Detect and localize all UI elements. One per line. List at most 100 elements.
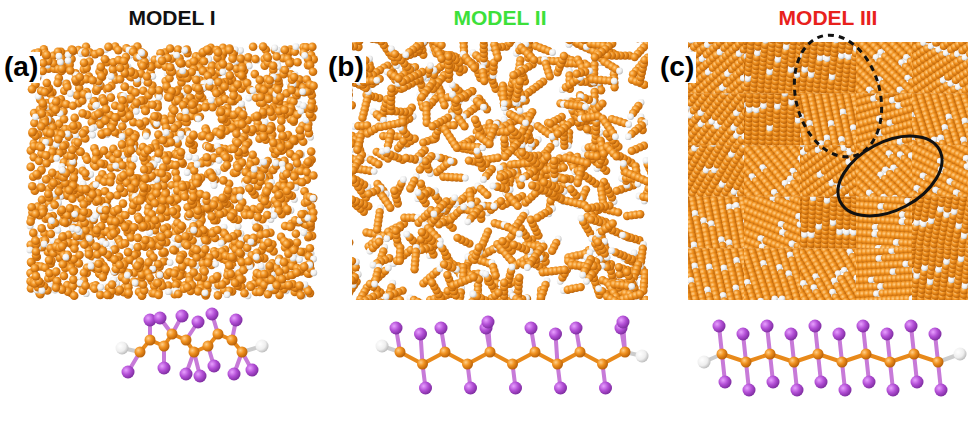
carbon-atom <box>26 217 35 226</box>
carbon-atom <box>233 139 242 148</box>
carbon-atom <box>228 54 237 63</box>
amorphous-snapshot <box>26 42 318 300</box>
hydrogen-atom <box>202 289 209 296</box>
carbon-atom <box>37 224 46 233</box>
carbon-atom <box>205 143 214 152</box>
carbon-atom <box>121 239 130 248</box>
carbon-atom <box>47 230 56 239</box>
hydrogen-atom <box>103 240 110 247</box>
carbon-atom <box>28 182 37 191</box>
carbon-atom <box>121 211 130 220</box>
hydrogen-atom <box>71 211 78 218</box>
hydrogen-atom <box>224 291 231 298</box>
carbon-atom <box>69 121 78 130</box>
carbon-atom <box>154 291 163 300</box>
hydrogen-atom <box>260 159 267 166</box>
carbon-atom <box>304 287 313 296</box>
hydrogen-atom <box>186 154 193 161</box>
carbon-atom <box>48 169 57 178</box>
carbon-atom <box>192 253 201 262</box>
carbon-atom <box>32 247 41 256</box>
carbon-atom <box>297 291 306 300</box>
hydrogen-atom <box>194 161 201 168</box>
carbon-atom <box>281 66 290 75</box>
carbon-atom <box>208 173 217 182</box>
hydrogen-atom <box>296 256 303 263</box>
carbon-atom <box>116 184 125 193</box>
carbon-atom <box>130 223 139 232</box>
carbon-atom <box>167 138 176 147</box>
carbon-atom <box>80 208 89 217</box>
carbon-atom <box>192 179 201 188</box>
carbon-atom <box>183 241 192 250</box>
carbon-atom <box>101 55 110 64</box>
carbon-atom <box>225 46 234 55</box>
carbon-atom <box>144 258 153 267</box>
carbon-atom <box>280 258 289 267</box>
hydrogen-atom <box>54 227 61 234</box>
carbon-atom <box>79 129 88 138</box>
carbon-atom <box>219 176 228 185</box>
carbon-atom <box>39 99 48 108</box>
hydrogen-atom <box>93 102 100 109</box>
carbon-atom <box>237 71 246 80</box>
carbon-atom <box>248 151 257 160</box>
carbon-atom <box>103 291 112 300</box>
carbon-atom <box>293 238 302 247</box>
carbon-atom <box>141 107 150 116</box>
carbon-atom <box>31 264 40 273</box>
hydrogen-atom <box>167 259 174 266</box>
carbon-atom <box>307 147 316 156</box>
carbon-atom <box>269 139 278 148</box>
carbon-atom <box>131 88 140 97</box>
carbon-atom <box>99 273 108 282</box>
carbon-atom <box>290 172 299 181</box>
carbon-atom <box>104 84 113 93</box>
carbon-atom <box>293 58 302 67</box>
hydrogen-atom <box>235 223 242 230</box>
hydrogen-atom <box>89 132 96 139</box>
carbon-atom <box>249 43 258 52</box>
hydrogen-atom <box>48 217 55 224</box>
hydrogen-atom <box>300 102 307 109</box>
carbon-atom <box>151 216 160 225</box>
hydrogen-atom <box>301 52 308 59</box>
carbon-atom <box>106 192 115 201</box>
carbon-atom <box>114 46 123 55</box>
hydrogen-atom <box>39 287 46 294</box>
hydrogen-atom <box>211 182 218 189</box>
carbon-atom <box>135 119 144 128</box>
carbon-atom <box>259 124 268 133</box>
carbon-atom <box>66 66 75 75</box>
carbon-atom <box>265 261 274 270</box>
carbon-atom <box>184 85 193 94</box>
carbon-atom <box>266 108 275 117</box>
carbon-atom <box>251 55 260 64</box>
carbon-atom <box>264 53 273 62</box>
carbon-atom <box>181 192 190 201</box>
carbon-atom <box>259 132 268 141</box>
carbon-atom <box>148 87 157 96</box>
carbon-atom <box>70 114 79 123</box>
carbon-atom <box>202 192 211 201</box>
carbon-atom <box>292 229 301 238</box>
hydrogen-atom <box>97 284 104 291</box>
carbon-atom <box>201 236 210 245</box>
carbon-atom <box>80 268 89 277</box>
hydrogen-atom <box>156 94 163 101</box>
carbon-atom <box>272 52 281 61</box>
carbon-atom <box>121 223 130 232</box>
carbon-atom <box>94 110 103 119</box>
carbon-atom <box>247 283 256 292</box>
hydrogen-atom <box>219 69 226 76</box>
hydrogen-atom <box>124 272 131 279</box>
carbon-atom <box>220 82 229 91</box>
carbon-atom <box>210 201 219 210</box>
carbon-atom <box>176 59 185 68</box>
carbon-atom <box>170 124 179 133</box>
hydrogen-atom <box>173 52 180 59</box>
hydrogen-atom <box>258 263 265 270</box>
carbon-atom <box>207 212 216 221</box>
carbon-atom <box>43 79 52 88</box>
